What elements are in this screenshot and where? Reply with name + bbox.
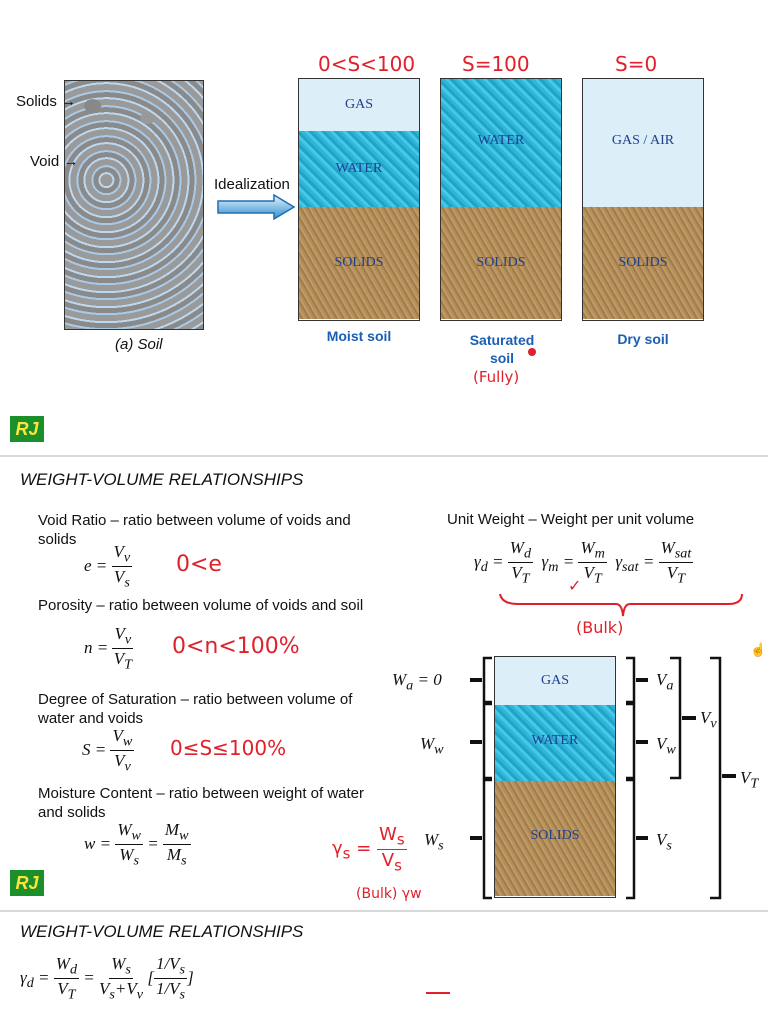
logo: RJ bbox=[10, 416, 44, 442]
check-mark-icon: ✓ bbox=[568, 576, 582, 595]
vv-label: Vv bbox=[700, 708, 717, 732]
solids-phase: SOLIDS bbox=[583, 207, 703, 319]
saturation-note: 0≤S≤100% bbox=[170, 736, 287, 760]
wa-label: Wa = 0 bbox=[392, 670, 442, 694]
porosity-label: Porosity – ratio between volume of voids… bbox=[38, 597, 364, 614]
section-divider bbox=[0, 910, 768, 912]
panel-soil-phases: Solids → Void → (a) Soil Idealization GA… bbox=[0, 0, 768, 400]
saturation-label: Degree of Saturation – ratio between vol… bbox=[38, 691, 353, 727]
ws-label: Ws bbox=[424, 830, 444, 854]
solids-label: Solids → bbox=[16, 93, 77, 110]
vt-label: VT bbox=[740, 768, 759, 792]
note-saturated-saturation: S=100 bbox=[462, 52, 530, 76]
note-dry-saturation: S=0 bbox=[615, 52, 658, 76]
section-title: WEIGHT-VOLUME RELATIONSHIPS bbox=[20, 470, 304, 489]
void-label: Void → bbox=[30, 153, 79, 170]
phase-brackets bbox=[470, 656, 736, 900]
saturated-soil-column: WATER SOLIDS bbox=[440, 78, 562, 321]
phase-diagram: GAS WATER SOLIDS bbox=[494, 656, 616, 898]
gas-air-phase: GAS / AIR bbox=[583, 79, 703, 207]
logo: RJ bbox=[10, 870, 44, 896]
soil-sample-image bbox=[64, 80, 204, 330]
red-dash-mark bbox=[426, 992, 450, 994]
void-ratio-note: 0<e bbox=[176, 552, 222, 577]
vw-label: Vw bbox=[656, 734, 676, 758]
water-phase: WATER bbox=[495, 705, 615, 781]
vs-label: Vs bbox=[656, 830, 672, 854]
water-phase: WATER bbox=[299, 131, 419, 207]
gas-phase: GAS bbox=[495, 657, 615, 705]
solids-phase: SOLIDS bbox=[299, 207, 419, 319]
cursor-icon: ☝ bbox=[750, 642, 767, 657]
idealization-label: Idealization bbox=[214, 176, 290, 193]
ww-label: Ww bbox=[420, 734, 444, 758]
section-divider bbox=[0, 455, 768, 457]
panel-weight-volume: WEIGHT-VOLUME RELATIONSHIPS Void Ratio –… bbox=[0, 458, 768, 910]
solids-phase: SOLIDS bbox=[495, 781, 615, 896]
red-dot-icon bbox=[528, 348, 536, 356]
moisture-label: Moisture Content – ratio between weight … bbox=[38, 785, 365, 821]
solids-phase: SOLIDS bbox=[441, 207, 561, 319]
note-moist-saturation: 0<S<100 bbox=[318, 52, 416, 76]
va-label: Va bbox=[656, 670, 674, 694]
water-phase: WATER bbox=[441, 79, 561, 207]
unit-weight-label: Unit Weight – Weight per unit volume bbox=[447, 511, 695, 528]
idealization-arrow-icon bbox=[216, 193, 296, 225]
moist-soil-column: GAS WATER SOLIDS bbox=[298, 78, 420, 321]
gamma-s-note: (Bulk) γw bbox=[356, 886, 422, 902]
moist-soil-label: Moist soil bbox=[326, 328, 392, 344]
porosity-note: 0<n<100% bbox=[172, 634, 300, 659]
bulk-note: (Bulk) bbox=[576, 618, 624, 637]
dry-soil-label: Dry soil bbox=[617, 331, 669, 347]
bulk-brace bbox=[498, 590, 748, 625]
soil-caption: (a) Soil bbox=[115, 336, 163, 353]
fully-note: (Fully) bbox=[473, 368, 520, 386]
void-ratio-label: Void Ratio – ratio between volume of voi… bbox=[38, 512, 351, 548]
section-title: WEIGHT-VOLUME RELATIONSHIPS bbox=[20, 922, 304, 941]
saturated-soil-label: Saturated soil bbox=[469, 332, 535, 366]
gas-phase: GAS bbox=[299, 79, 419, 131]
dry-soil-column: GAS / AIR SOLIDS bbox=[582, 78, 704, 321]
